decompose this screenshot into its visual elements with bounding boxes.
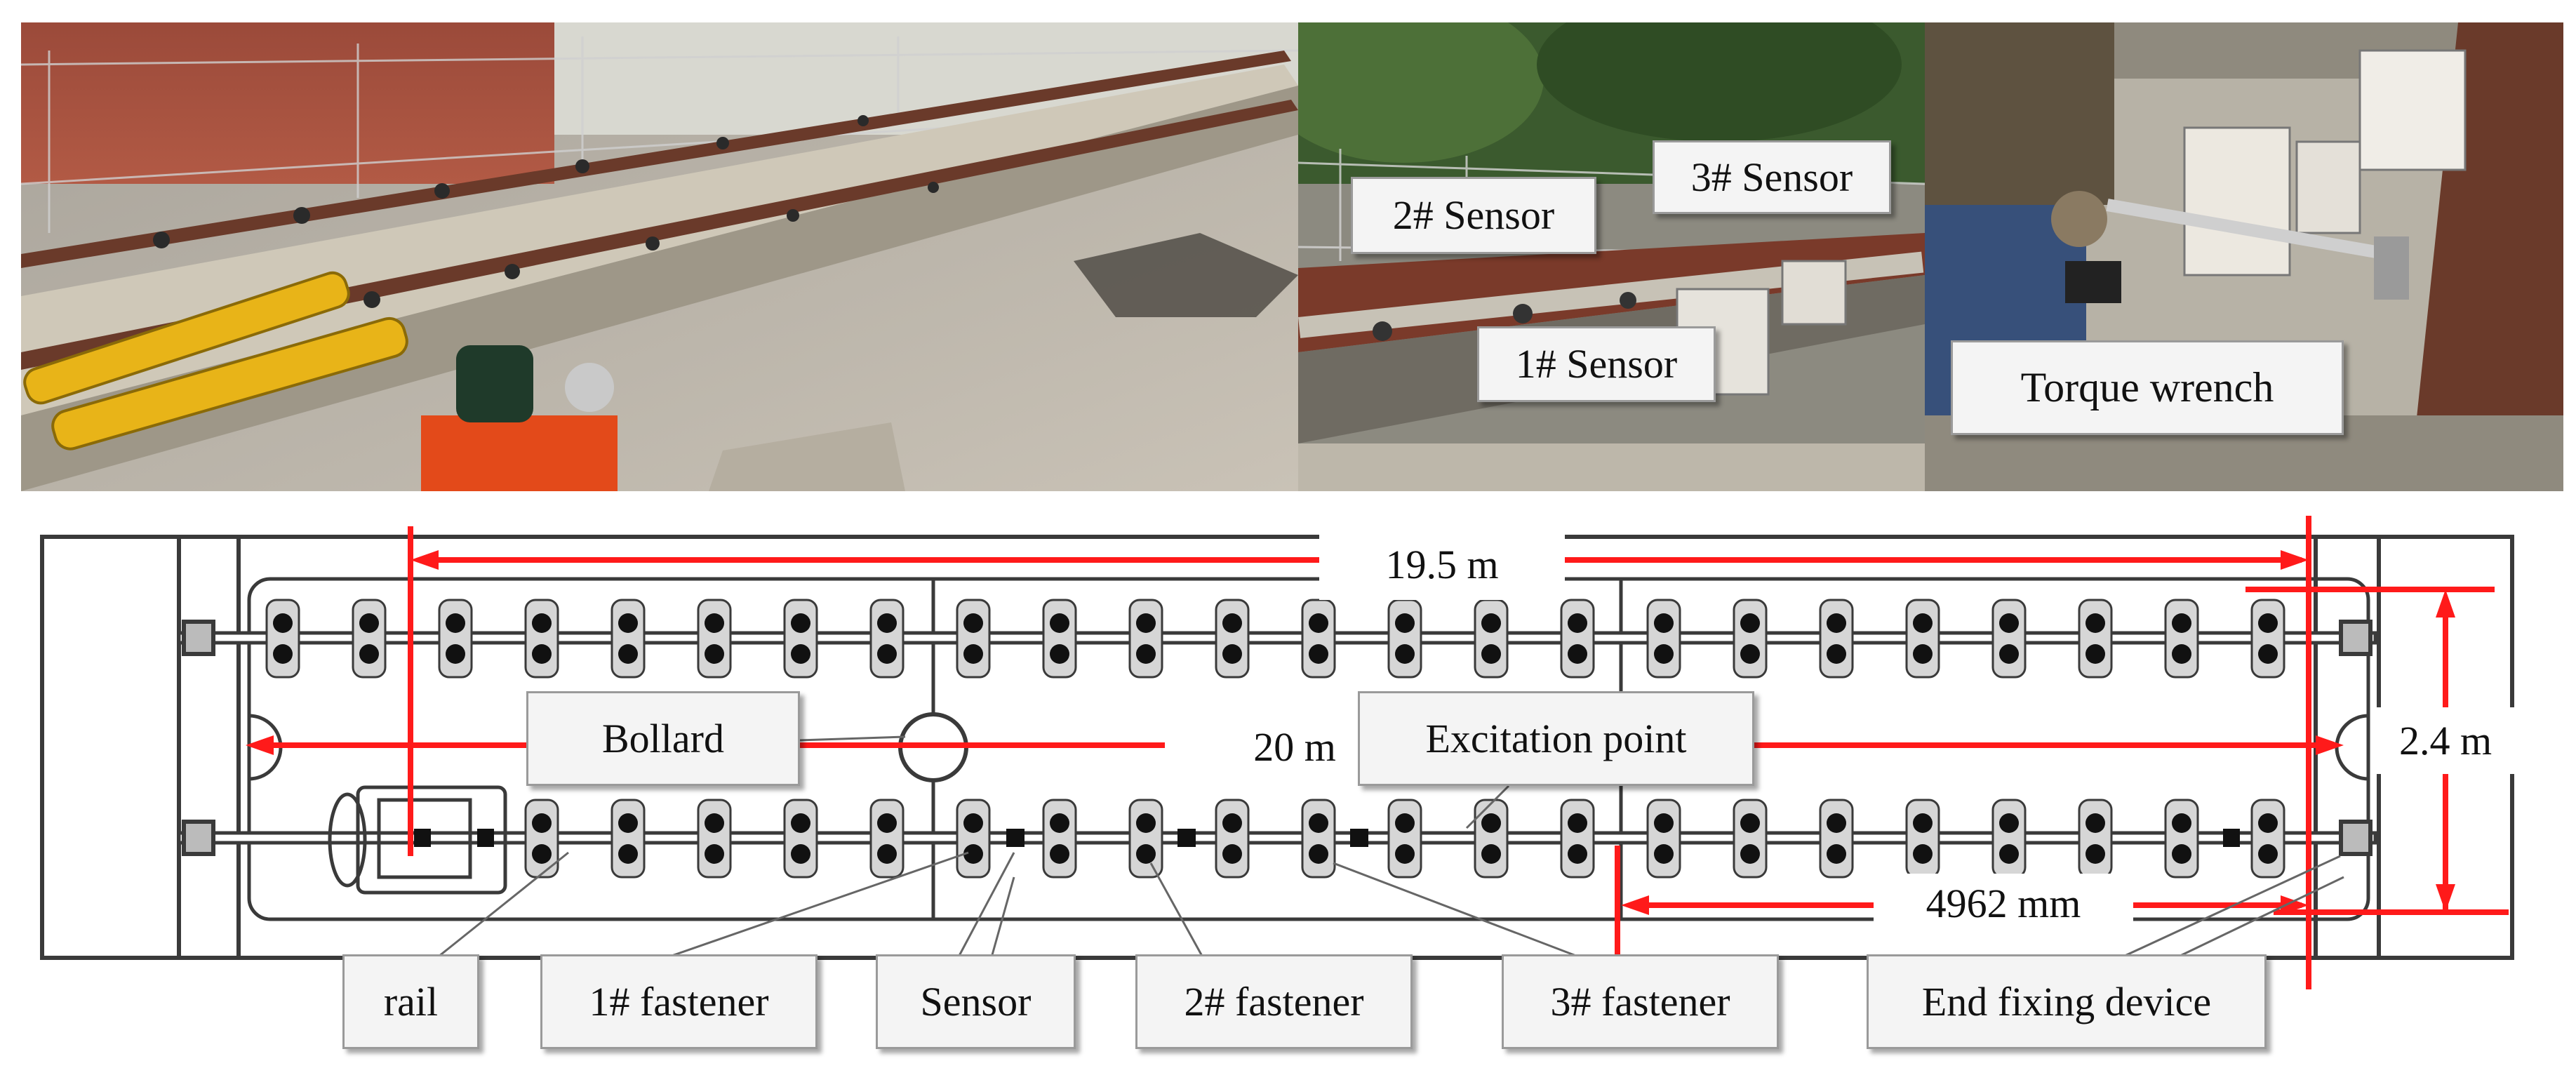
sensor1-label: 1# Sensor [1477, 326, 1716, 402]
fastener-pad [438, 599, 473, 679]
fastener-pad [1819, 599, 1854, 679]
rail-length-label: 19.5 m [1319, 530, 1565, 600]
fastener-pad [1042, 799, 1077, 879]
sensors [414, 829, 2240, 847]
fastener-pad [1215, 599, 1250, 679]
fastener-pad [1646, 599, 1681, 679]
fastener-pad [697, 599, 732, 679]
fastener-pad [1128, 799, 1163, 879]
slab-length-label: 20 m [1235, 716, 1354, 779]
sensor-distance-label: 4962 mm [1874, 874, 2133, 933]
fastener-pad [869, 799, 905, 879]
fastener2-callout: 2# fastener [1135, 954, 1413, 1049]
fastener-pad [2164, 599, 2199, 679]
track-schematic [40, 516, 2514, 989]
fastener-pad [697, 799, 732, 879]
fastener-pad [265, 599, 300, 679]
fastener-pad [1991, 799, 2027, 879]
fastener-pad [2078, 799, 2113, 879]
fastener-pad [1560, 599, 1595, 679]
fastener-clips [273, 613, 2278, 864]
leader-lines [427, 735, 2344, 966]
fastener-pad [2078, 599, 2113, 679]
sensor-marker [1350, 829, 1368, 847]
fastener-pad [2250, 799, 2285, 879]
fastener-pad [1646, 799, 1681, 879]
fastener-pad [1733, 799, 1768, 879]
fastener-pad [2164, 799, 2199, 879]
bollard-callout: Bollard [526, 691, 800, 786]
fastener-pad [2250, 599, 2285, 679]
sensor-marker [1006, 829, 1025, 847]
fastener-pad [1128, 599, 1163, 679]
fastener-pad [1042, 599, 1077, 679]
wrench-photo [1925, 22, 2563, 491]
sensor2-label: 2# Sensor [1351, 177, 1596, 254]
fastener-pad [869, 599, 905, 679]
sensor3-label: 3# Sensor [1653, 140, 1891, 214]
fastener-pad [1474, 599, 1509, 679]
fastener-pad [1905, 799, 1940, 879]
torque-wrench-label: Torque wrench [1951, 340, 2344, 435]
fastener-pad [956, 599, 991, 679]
track-photo [21, 22, 1298, 491]
fastener-pad [352, 599, 387, 679]
fastener-pad [1819, 799, 1854, 879]
fastener-pad [783, 799, 818, 879]
fastener-pad [1215, 799, 1250, 879]
fastener-pad [610, 799, 646, 879]
fastener-pad [783, 599, 818, 679]
fastener-pad [1301, 799, 1336, 879]
fastener-row-bottom [524, 799, 2285, 879]
sensor-marker [1177, 829, 1196, 847]
fastener-pad [1991, 599, 2027, 679]
fastener-pad [1301, 599, 1336, 679]
fastener-pad [1474, 799, 1509, 879]
fastener-pad [524, 599, 559, 679]
track-width-label: 2.4 m [2375, 707, 2516, 774]
excitation-point-callout: Excitation point [1358, 691, 1754, 786]
sensor-callout: Sensor [876, 954, 1076, 1049]
fastener-pad [610, 599, 646, 679]
fastener-pad [1387, 799, 1422, 879]
fastener-pad [1733, 599, 1768, 679]
loading-frame [328, 785, 507, 895]
fastener3-callout: 3# fastener [1502, 954, 1779, 1049]
fastener-pad [956, 799, 991, 879]
fastener-pad [1560, 799, 1595, 879]
end-fixing-device-callout: End fixing device [1867, 954, 2267, 1049]
sensor-photo [1298, 22, 1925, 491]
fastener1-callout: 1# fastener [540, 954, 817, 1049]
fastener-pad [1905, 599, 1940, 679]
rail-callout: rail [342, 954, 479, 1049]
fastener-pad [1387, 599, 1422, 679]
